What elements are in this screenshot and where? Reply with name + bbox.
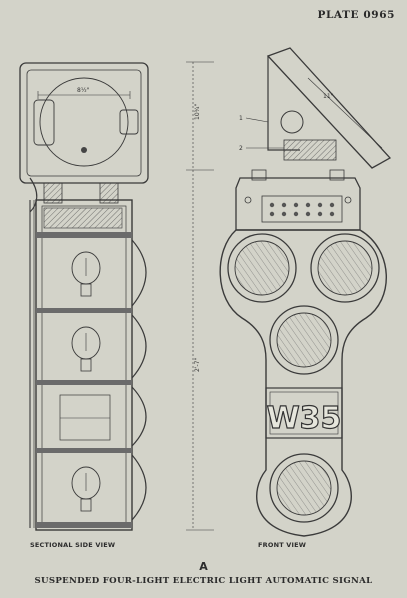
front-view: 11" 1 2 bbox=[219, 47, 392, 537]
front-lamp-upper-left bbox=[227, 233, 297, 303]
side-head-box bbox=[19, 62, 149, 184]
callout-2: 2 bbox=[239, 145, 243, 152]
side-lamp-units bbox=[59, 239, 147, 521]
front-lamp-middle bbox=[269, 305, 339, 375]
figure-caption: SUSPENDED FOUR-LIGHT ELECTRIC LIGHT AUTO… bbox=[34, 576, 373, 586]
number-plate-text: W35 bbox=[267, 401, 342, 436]
front-lamp-lower bbox=[269, 453, 339, 523]
callout-1: 1 bbox=[239, 115, 243, 122]
figure-letter: A bbox=[199, 560, 208, 573]
sectional-side-view-label: SECTIONAL SIDE VIEW bbox=[30, 541, 116, 549]
vertical-dimensions bbox=[186, 61, 214, 531]
side-lamp-2 bbox=[71, 314, 147, 379]
front-hood bbox=[245, 47, 392, 169]
sectional-side-view: 8½" bbox=[19, 62, 149, 531]
hood-width-dimension: 11" bbox=[323, 93, 334, 100]
side-neck bbox=[29, 177, 119, 213]
front-body-outline bbox=[219, 229, 387, 537]
total-height-dimension: 2'-7" bbox=[194, 358, 201, 372]
side-housing bbox=[29, 199, 133, 531]
side-lamp-1 bbox=[71, 239, 147, 307]
side-lamp-3 bbox=[59, 386, 147, 447]
plate-number: PLATE 0965 bbox=[317, 9, 395, 21]
side-lamp-4 bbox=[71, 454, 147, 521]
front-number-plate: W35 bbox=[265, 387, 343, 439]
head-height-dimension: 10¾" bbox=[194, 104, 201, 120]
front-view-label: FRONT VIEW bbox=[258, 541, 307, 549]
head-width-dimension: 8½" bbox=[77, 87, 90, 94]
front-lamp-upper-right bbox=[310, 233, 380, 303]
front-terminal-block bbox=[235, 169, 361, 231]
